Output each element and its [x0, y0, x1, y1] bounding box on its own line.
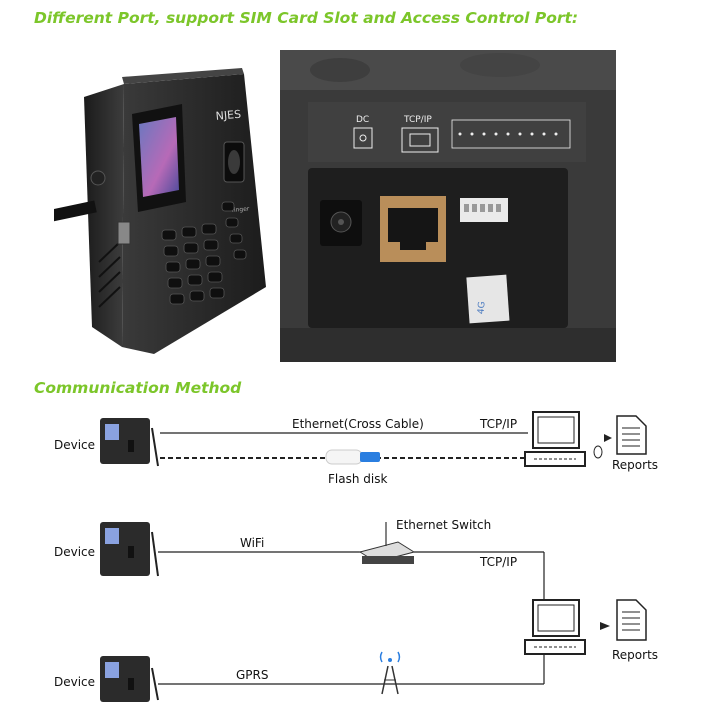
port-photo: DC TCP/IP 4G — [280, 50, 616, 362]
svg-text:4G: 4G — [476, 301, 487, 315]
communication-heading: Communication Method — [34, 379, 242, 397]
tcpip-label-2: TCP/IP — [480, 555, 518, 569]
computer-icon-1 — [524, 411, 603, 467]
reports-label-1: Reports — [612, 458, 659, 472]
flash-disk-icon — [325, 449, 380, 465]
ports-heading: Different Port, support SIM Card Slot an… — [34, 9, 579, 27]
reports-icon-2 — [616, 599, 647, 641]
reports-icon-1 — [616, 415, 647, 455]
switch-label: Ethernet Switch — [396, 518, 492, 532]
gprs-label: GPRS — [236, 668, 269, 682]
device-icon-2 — [100, 522, 159, 577]
device-label-1: Device — [54, 438, 96, 452]
tcpip-label-1: TCP/IP — [480, 417, 518, 431]
svg-text:finger: finger — [232, 205, 251, 214]
ethernet-label: Ethernet(Cross Cable) — [292, 417, 424, 431]
svg-text:DC: DC — [356, 115, 369, 125]
cell-tower-icon — [379, 651, 401, 695]
device-photo: NJES finger — [54, 68, 266, 354]
device-icon-3 — [100, 656, 159, 702]
reports-label-2: Reports — [612, 648, 659, 662]
device-label-3: Device — [54, 675, 96, 689]
wifi-label: WiFi — [240, 536, 265, 550]
svg-text:TCP/IP: TCP/IP — [403, 115, 432, 125]
device-label-2: Device — [54, 545, 96, 559]
device-icon-1 — [100, 418, 159, 467]
computer-icon-2 — [524, 599, 586, 655]
brand-text: NJES — [215, 108, 241, 123]
flash-disk-label: Flash disk — [328, 472, 388, 486]
